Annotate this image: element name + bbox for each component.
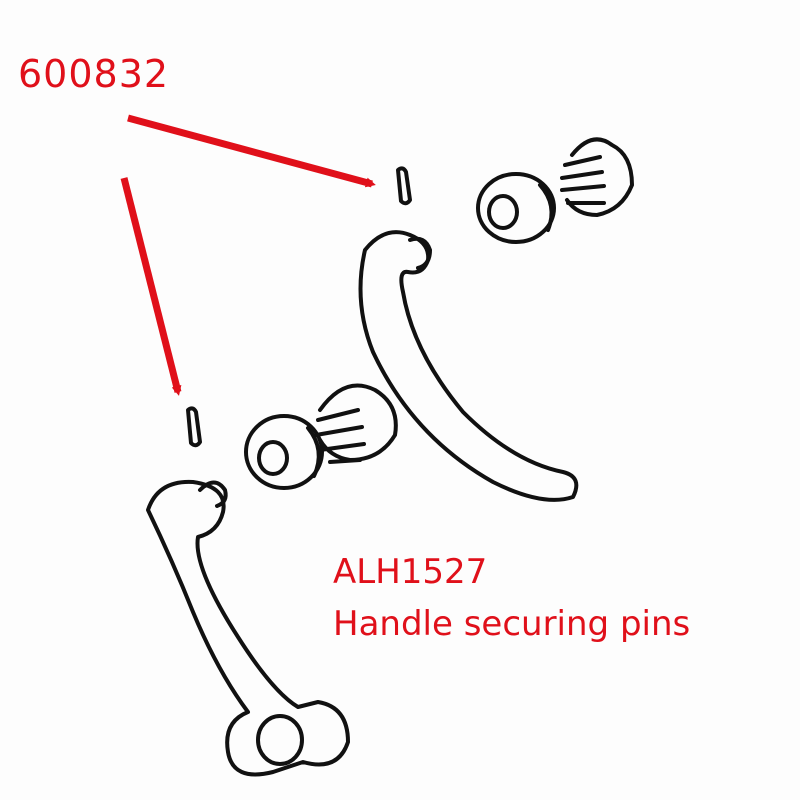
upper-spring	[560, 137, 634, 217]
handle-part-number-label: ALH1527	[333, 552, 488, 592]
lower-pin	[186, 406, 202, 448]
lower-winder-handle	[146, 479, 350, 777]
handle-description-label: Handle securing pins	[333, 604, 691, 644]
pin-part-number-label: 600832	[18, 52, 170, 96]
upper-door-handle	[358, 230, 579, 502]
upper-cup	[476, 172, 556, 244]
upper-pin	[396, 166, 412, 206]
lower-cup	[244, 414, 324, 490]
annotation-arrows	[120, 114, 376, 396]
arrow-to-upper-pin	[127, 114, 376, 188]
arrow-to-lower-pin	[120, 177, 182, 396]
lower-spring	[314, 383, 398, 464]
